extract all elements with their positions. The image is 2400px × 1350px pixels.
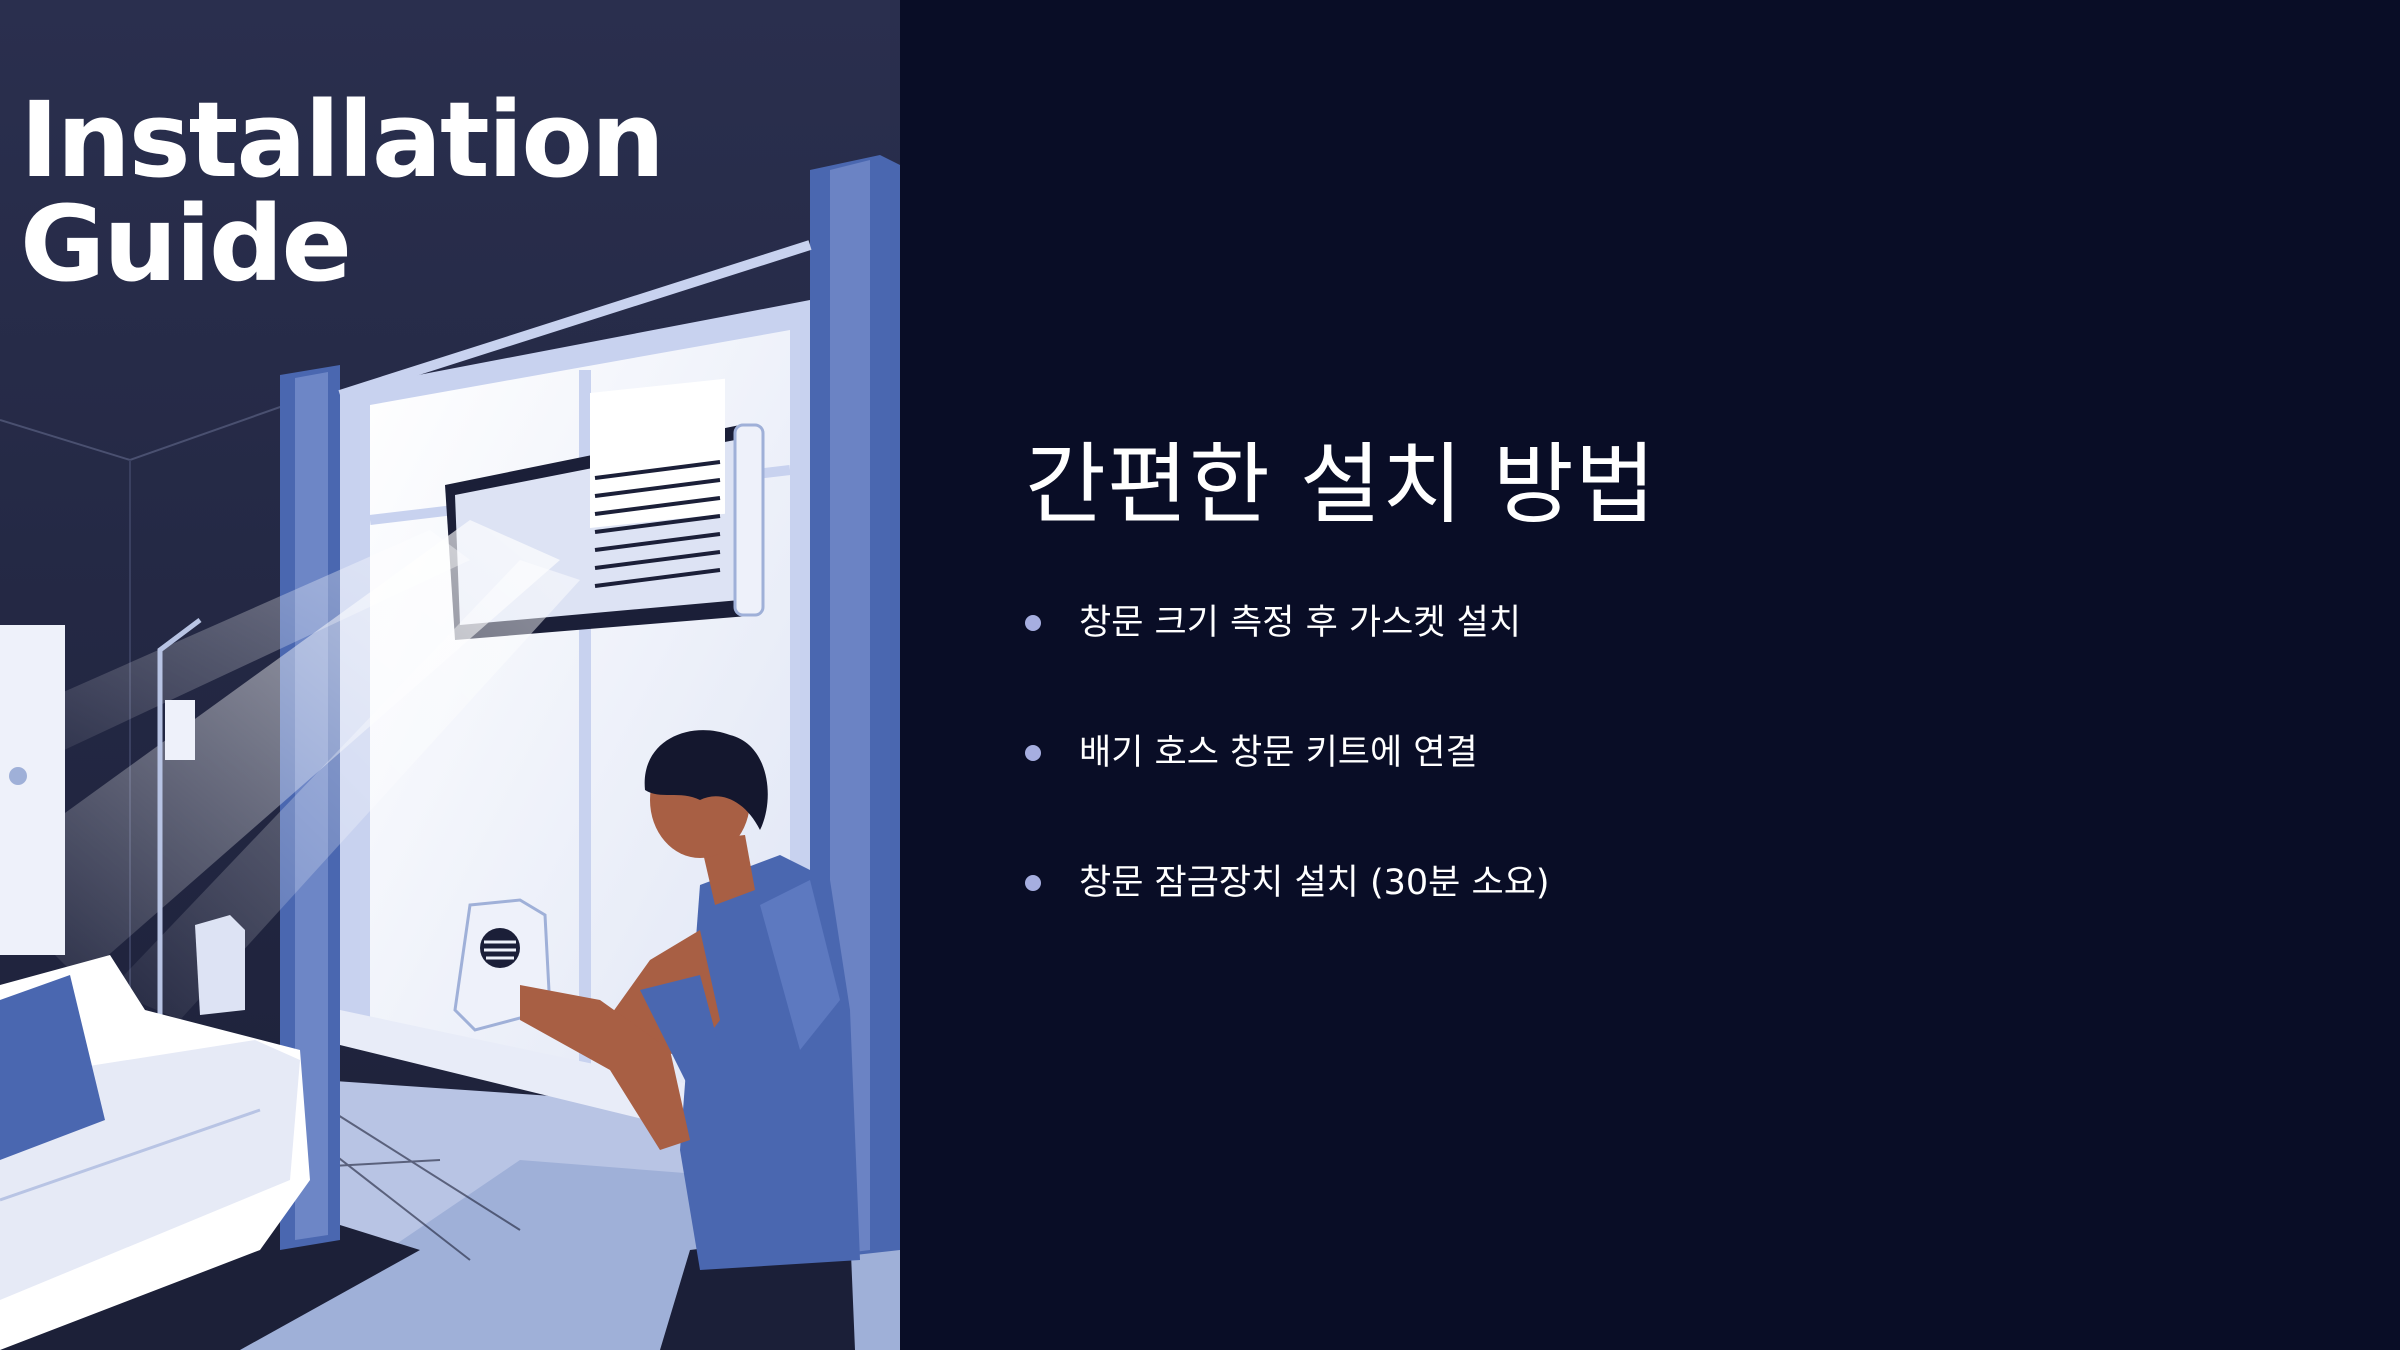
bullet-item: 창문 잠금장치 설치 (30분 소요) (1025, 855, 1550, 911)
installation-illustration: Installation Guide (0, 0, 900, 1350)
bullet-list: 창문 크기 측정 후 가스켓 설치 배기 호스 창문 키트에 연결 창문 잠금장… (1025, 595, 1550, 985)
person-figure (453, 730, 860, 1350)
bullet-text: 배기 호스 창문 키트에 연결 (1079, 733, 1478, 773)
bullet-item: 배기 호스 창문 키트에 연결 (1025, 725, 1550, 781)
illustration-title-line1: Installation (20, 79, 665, 201)
bullet-dot-icon (1025, 745, 1041, 761)
illustration-title: Installation Guide (20, 79, 665, 305)
illustration-title-line2: Guide (20, 183, 352, 305)
content-panel: 간편한 설치 방법 창문 크기 측정 후 가스켓 설치 배기 호스 창문 키트에… (900, 0, 2400, 1350)
slide-heading: 간편한 설치 방법 (1025, 433, 1657, 536)
bullet-dot-icon (1025, 615, 1041, 631)
bullet-dot-icon (1025, 875, 1041, 891)
bullet-item: 창문 크기 측정 후 가스켓 설치 (1025, 595, 1550, 651)
bullet-text: 창문 크기 측정 후 가스켓 설치 (1079, 603, 1522, 643)
room-illustration-graphic (0, 0, 900, 1350)
bullet-text: 창문 잠금장치 설치 (30분 소요) (1079, 863, 1550, 903)
